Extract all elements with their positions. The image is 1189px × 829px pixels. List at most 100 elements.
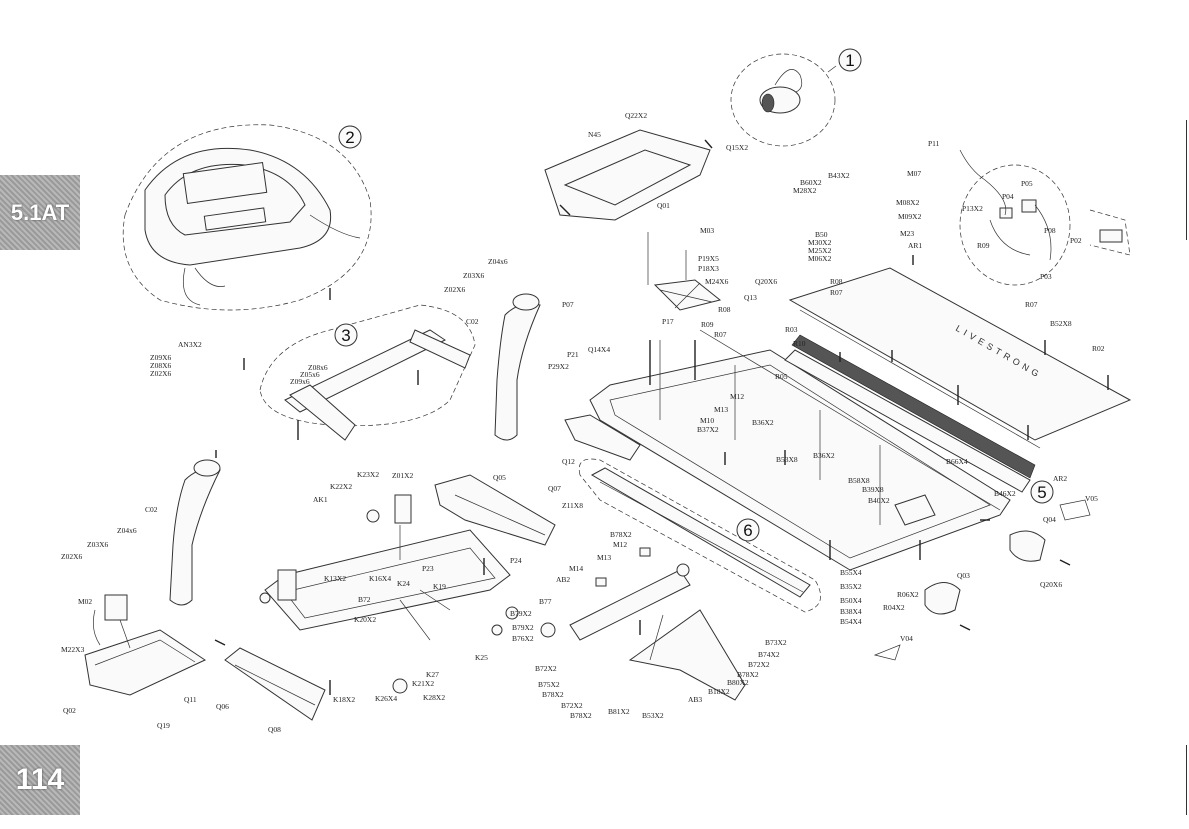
part-label: M06X2 — [808, 254, 832, 263]
part-label: B78X2 — [570, 711, 592, 720]
part-label: B43X2 — [828, 171, 850, 180]
part-label: M03 — [700, 226, 714, 235]
group-callout — [338, 125, 362, 149]
part-label: M12 — [730, 392, 744, 401]
part-label: Q02 — [63, 706, 76, 715]
part-label: AK1 — [313, 495, 328, 504]
group-number: 1 — [845, 51, 854, 70]
hardware-bolts — [214, 255, 1109, 695]
part-label: B53X8 — [776, 455, 798, 464]
part-label: Z04x6 — [488, 257, 508, 266]
base-frame — [259, 494, 511, 694]
part-label: B54X4 — [840, 617, 862, 626]
part-label: Q13 — [744, 293, 757, 302]
part-label: Z04x6 — [117, 526, 137, 535]
part-label: K25 — [475, 653, 488, 662]
part-label: K23X2 — [357, 470, 379, 479]
part-label: AN3X2 — [178, 340, 202, 349]
part-label: R09 — [701, 320, 714, 329]
group-3-handlebar — [259, 288, 476, 441]
part-label: P04 — [1002, 192, 1014, 201]
group-number: 5 — [1037, 483, 1046, 502]
part-label: B58X8 — [848, 476, 870, 485]
part-labels: Q22X2 N45 Q15X2 Q01 M03 P19X5 P18X3 M24X… — [61, 111, 1105, 734]
part-label: Z11X8 — [562, 501, 583, 510]
part-label: M08X2 — [896, 198, 920, 207]
part-label: M14 — [569, 564, 583, 573]
part-label: M24X6 — [705, 277, 729, 286]
part-label: P05 — [1021, 179, 1033, 188]
page-edge-line — [1186, 745, 1187, 815]
part-label: B81X2 — [608, 707, 630, 716]
part-label: R05 — [775, 372, 788, 381]
part-label: N45 — [588, 130, 601, 139]
part-label: AB2 — [556, 575, 570, 584]
part-label: P11 — [928, 139, 940, 148]
part-label: K19 — [433, 582, 446, 591]
part-label: Q15X2 — [726, 143, 748, 152]
group-5-rear — [873, 494, 1091, 661]
group-number: 6 — [743, 521, 752, 540]
part-label: K18X2 — [333, 695, 355, 704]
group-6-side-rail — [564, 414, 821, 613]
part-label: B72X2 — [561, 701, 583, 710]
part-label: Q08 — [268, 725, 281, 734]
part-label: Q04 — [1043, 515, 1056, 524]
part-label: P18X3 — [698, 264, 719, 273]
part-label: B36X2 — [752, 418, 774, 427]
part-label: P29X2 — [548, 362, 569, 371]
part-label: B36X2 — [813, 451, 835, 460]
part-label: R07 — [714, 330, 727, 339]
part-label: B72X2 — [535, 664, 557, 673]
part-label: K28X2 — [423, 693, 445, 702]
part-label: P21 — [567, 350, 579, 359]
group-number: 3 — [341, 326, 350, 345]
part-label: Z03X6 — [87, 540, 108, 549]
part-label: M22X3 — [61, 645, 85, 654]
part-label: AB3 — [688, 695, 702, 704]
part-label: P03 — [1040, 272, 1052, 281]
part-label: R02 — [1092, 344, 1105, 353]
part-label: K24 — [397, 579, 410, 588]
part-label: K13X2 — [324, 574, 346, 583]
part-label: Q22X2 — [625, 111, 647, 120]
part-label: Q05 — [493, 473, 506, 482]
upright-right — [494, 293, 541, 441]
part-label: P08 — [1044, 226, 1056, 235]
part-label: Z03X6 — [463, 271, 484, 280]
part-label: Q14X4 — [588, 345, 610, 354]
part-label: C02 — [145, 505, 158, 514]
part-label: M30X2 — [808, 238, 832, 247]
part-label: Q20X6 — [1040, 580, 1062, 589]
part-label: V04 — [900, 634, 913, 643]
part-label: B53X2 — [642, 711, 664, 720]
side-covers — [434, 474, 556, 546]
part-label: R06X2 — [897, 590, 919, 599]
part-label: P07 — [562, 300, 574, 309]
part-label: Q11 — [184, 695, 197, 704]
part-label: B46X2 — [994, 489, 1016, 498]
part-label: B76X2 — [512, 634, 534, 643]
part-label: Z09x6 — [290, 377, 310, 386]
part-label: B35X2 — [840, 582, 862, 591]
display-hood — [544, 129, 713, 221]
part-label: P17 — [662, 317, 674, 326]
part-label: B55X4 — [840, 568, 862, 577]
part-label: B50 — [815, 230, 828, 239]
part-label: R08 — [718, 305, 731, 314]
part-label: B66X4 — [946, 457, 968, 466]
lift-assembly — [505, 547, 746, 701]
part-label: K20X2 — [354, 615, 376, 624]
part-label: Z08X6 — [150, 361, 171, 370]
part-label: C02 — [466, 317, 479, 326]
part-label: B75X2 — [538, 680, 560, 689]
part-label: Z02X6 — [444, 285, 465, 294]
part-label: M10 — [700, 416, 714, 425]
part-label: M07 — [907, 169, 921, 178]
power-assembly — [959, 149, 1131, 286]
part-label: V05 — [1085, 494, 1098, 503]
part-label: R04X2 — [883, 603, 905, 612]
part-label: B74X2 — [758, 650, 780, 659]
group-1-cable — [730, 53, 837, 147]
group-2-console — [122, 124, 372, 311]
